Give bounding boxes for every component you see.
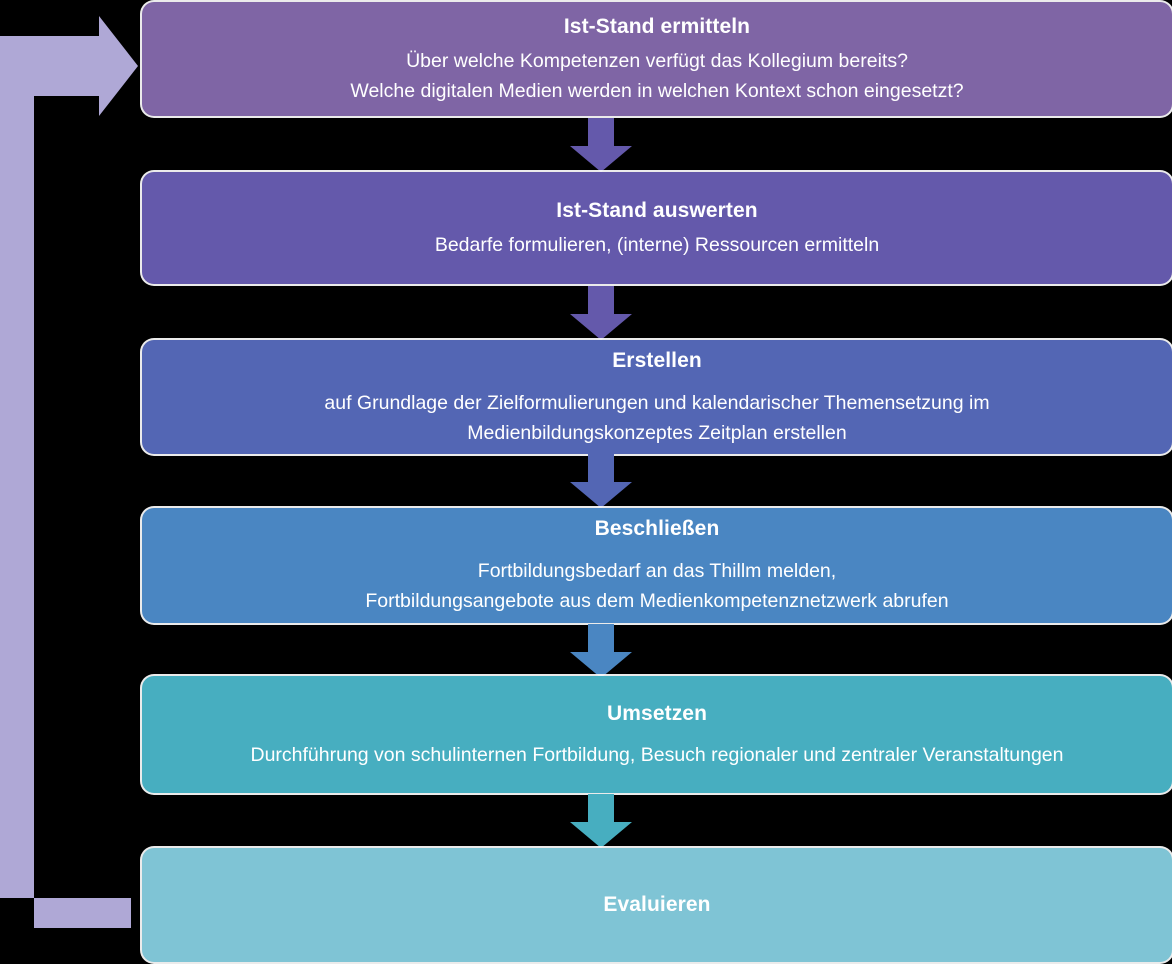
connector-arrow-down-1 [570,118,632,172]
step-title: Ist-Stand auswerten [556,199,758,222]
step-description-line: Medienbildungskonzeptes Zeitplan erstell… [467,421,847,444]
step-description-line: Bedarfe formulieren, (interne) Ressource… [434,233,880,256]
feedback-loop-shape [0,16,138,928]
step-box-ist-stand-ermitteln[interactable]: Ist-Stand ermitteln Über welche Kompeten… [142,2,1172,116]
feedback-loop-arrow [0,16,138,928]
step-description-line: Fortbildungsbedarf an das Thillm melden, [477,560,837,583]
step-description-line: Über welche Kompetenzen verfügt das Koll… [406,49,908,72]
step-box-ist-stand-auswerten[interactable]: Ist-Stand auswerten Bedarfe formulieren,… [142,172,1172,284]
arrow-down-icon [570,454,632,508]
step-box-erstellen[interactable]: Erstellen auf Grundlage der Zielformulie… [142,340,1172,454]
step-title: Ist-Stand ermitteln [563,14,751,38]
step-title: Erstellen [612,348,702,372]
arrow-down-icon [570,118,632,172]
arrow-down-icon [570,624,632,678]
step-title: Evaluieren [603,893,711,917]
connector-arrow-down-4 [570,624,632,678]
arrow-down-icon [570,286,632,340]
arrow-down-icon [570,794,632,848]
step-title: Umsetzen [607,701,707,725]
step-box-umsetzen[interactable]: Umsetzen Durchführung von schulinternen … [142,676,1172,793]
connector-arrow-down-2 [570,286,632,340]
step-description-line: auf Grundlage der Zielformulierungen und… [324,391,990,414]
step-title: Beschließen [594,517,720,541]
step-box-evaluieren[interactable]: Evaluieren [142,848,1172,962]
connector-arrow-down-3 [570,454,632,508]
step-description-line: Durchführung von schulinternen Fortbildu… [250,744,1064,767]
connector-arrow-down-5 [570,794,632,848]
step-description-line: Fortbildungsangebote aus dem Medienkompe… [365,590,949,613]
step-description-line: Welche digitalen Medien werden in welche… [350,79,964,102]
step-box-beschliessen[interactable]: Beschließen Fortbildungsbedarf an das Th… [142,508,1172,623]
